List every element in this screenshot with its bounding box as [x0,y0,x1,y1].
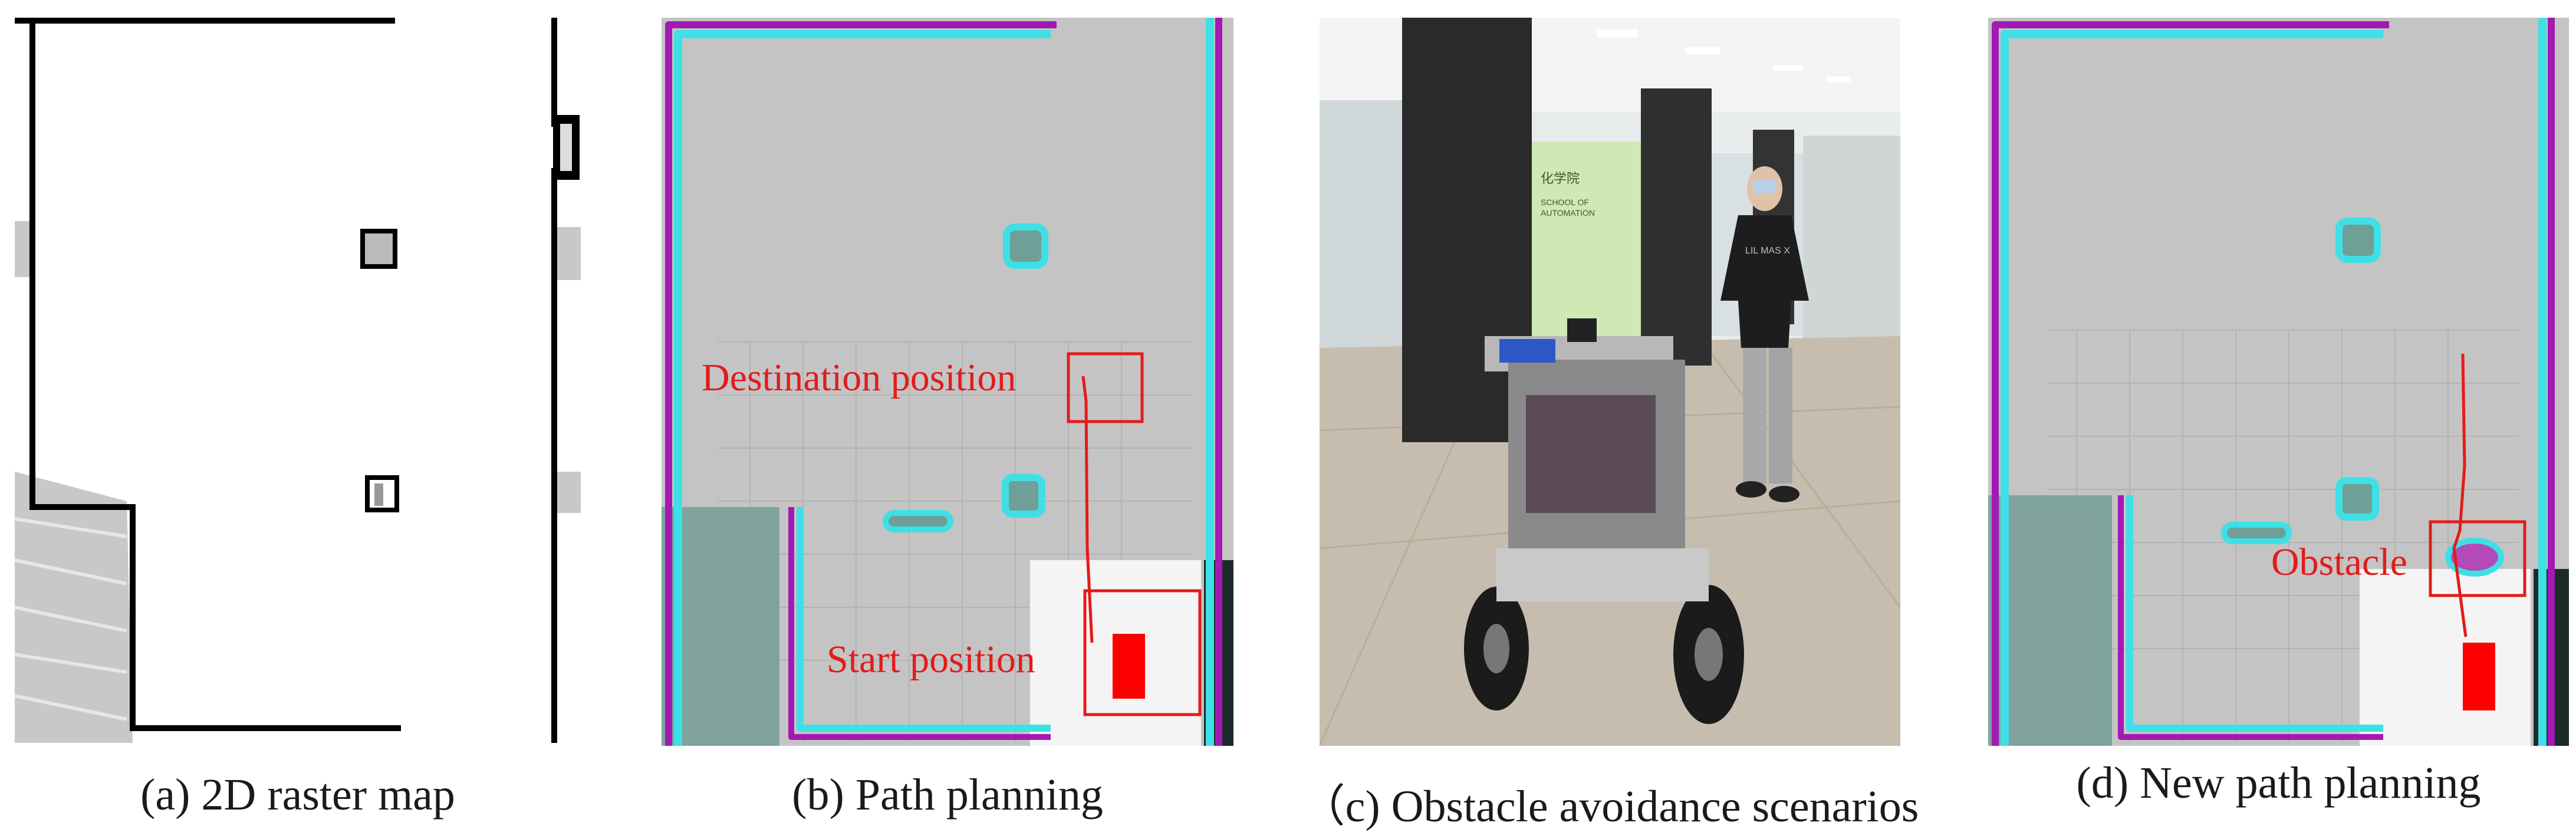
wall-sign-line3: AUTOMATION [1541,208,1595,218]
raster-map-image [15,18,581,746]
caption-new-path-planning: (d) New path planning [2076,758,2481,808]
wall-sign-line2: SCHOOL OF [1541,198,1589,207]
obstacle-scenario-photo: 化学院 SCHOOL OF AUTOMATION LIL MAS X [1320,18,1900,746]
person: LIL MAS X [1720,166,1809,502]
raster-map-panel [15,18,581,746]
wall-sign-line1: 化学院 [1541,171,1580,186]
shirt-text: LIL MAS X [1745,246,1790,256]
new-path-planning-map: Obstacle [1988,18,2569,746]
new-path-planning-panel: Obstacle [1988,18,2569,746]
path-planning-panel: Destination position Start position [662,18,1233,746]
scenario-photo-image: 化学院 SCHOOL OF AUTOMATION LIL MAS X [1320,18,1900,746]
caption-path-planning: (b) Path planning [792,770,1103,820]
obstacle-label: Obstacle [2271,541,2407,584]
path-planning-map: Destination position Start position [662,18,1233,746]
start-label: Start position [827,638,1035,681]
destination-label: Destination position [702,356,1016,399]
wheelchair-robot [1464,318,1744,724]
caption-raster-map: (a) 2D raster map [140,770,455,820]
caption-obstacle-avoidance: （c) Obstacle avoidance scenarios [1300,782,1919,831]
